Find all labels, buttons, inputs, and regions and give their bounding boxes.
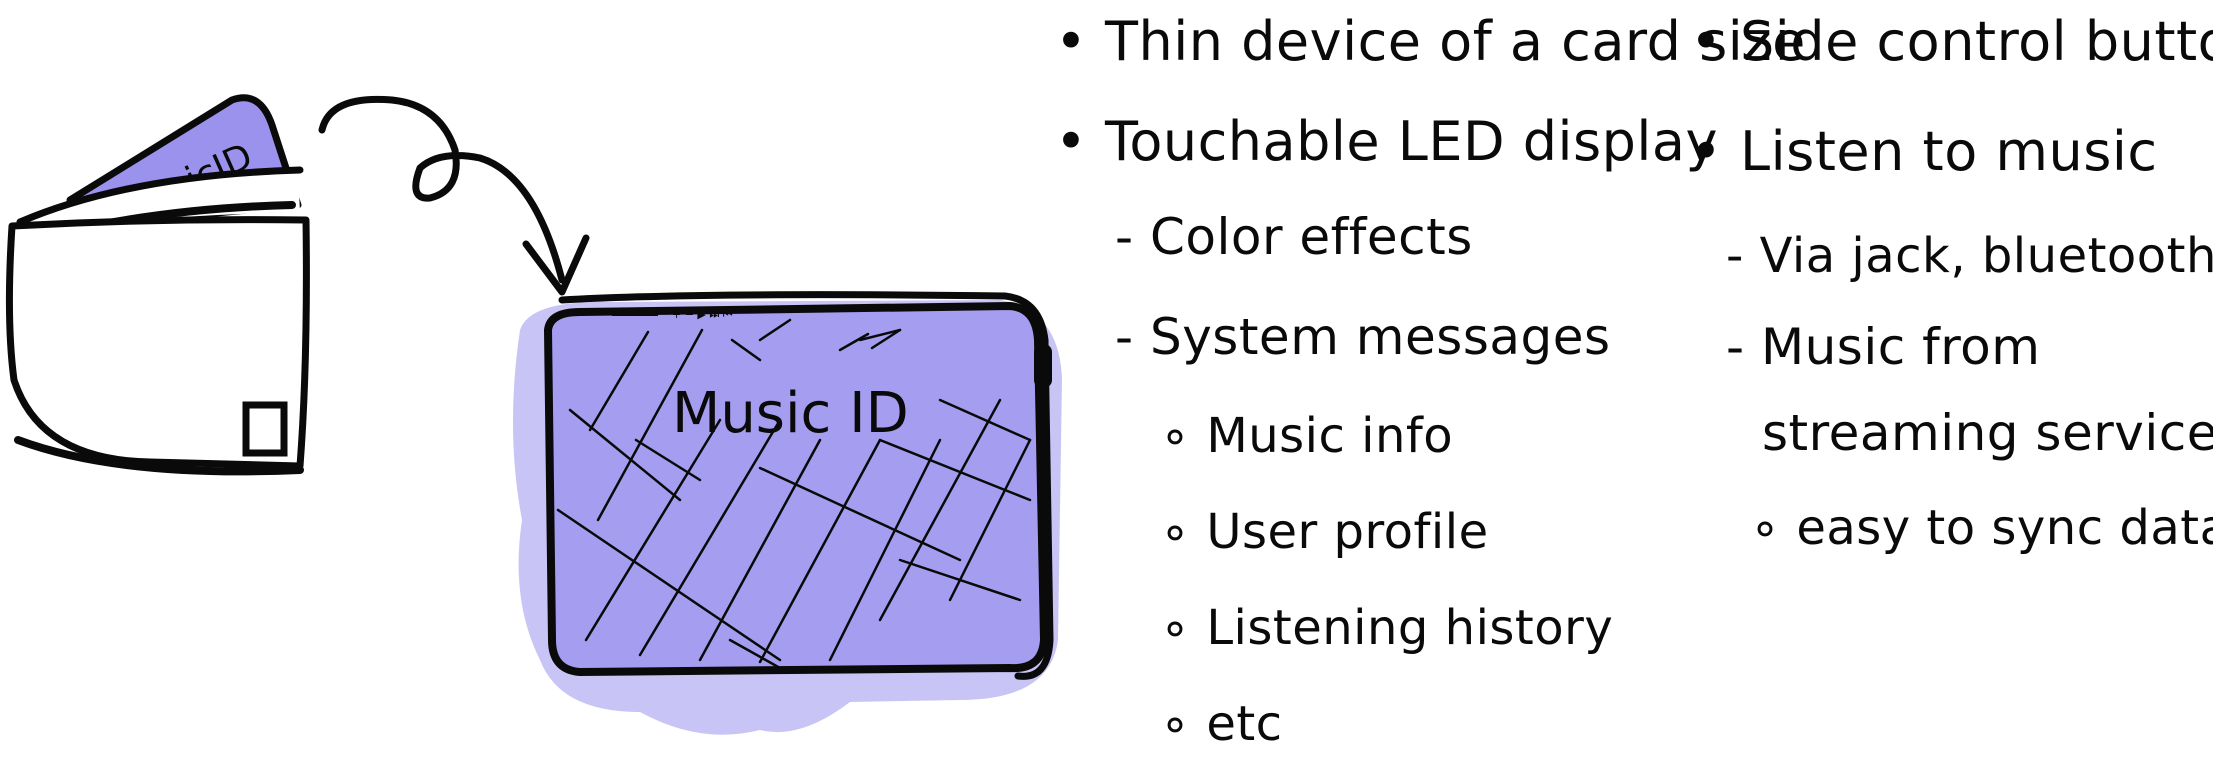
- device-illustration: + − ▶ ⏭ ⏮ Music ID: [512, 291, 1062, 735]
- note-user-profile: ∘ User profile: [1160, 504, 1489, 560]
- device-screen-label: Music ID: [672, 381, 909, 446]
- note-color-effects: - Color effects: [1115, 208, 1473, 266]
- note-etc: ∘ etc: [1160, 696, 1283, 752]
- top-button-bar: [612, 310, 658, 316]
- note-easy-sync: ∘ easy to sync data: [1750, 500, 2213, 556]
- note-listen-music: • Listen to music: [1690, 120, 2158, 183]
- arrow-illustration: [318, 95, 590, 296]
- wallet-clasp: [242, 401, 288, 457]
- device-button-labels: + − ▶ ⏭ ⏮: [672, 308, 733, 321]
- note-streaming-services: streaming services: [1762, 404, 2213, 462]
- note-thin-device: • Thin device of a card size: [1055, 10, 1806, 73]
- note-listening-history: ∘ Listening history: [1160, 600, 1614, 656]
- wallet-body: [5, 216, 310, 470]
- note-system-messages: - System messages: [1115, 308, 1611, 366]
- note-music-from: - Music from: [1726, 318, 2041, 376]
- note-music-info: ∘ Music info: [1160, 408, 1454, 464]
- note-via-jack: - Via jack, bluetooth, ...: [1726, 228, 2213, 284]
- note-touchable-display: • Touchable LED display: [1055, 110, 1718, 173]
- note-side-buttons: • Side control buttons: [1690, 10, 2213, 73]
- device-screen: [544, 302, 1048, 676]
- side-control-button: [1034, 344, 1052, 388]
- screen-hatching: [556, 318, 1032, 670]
